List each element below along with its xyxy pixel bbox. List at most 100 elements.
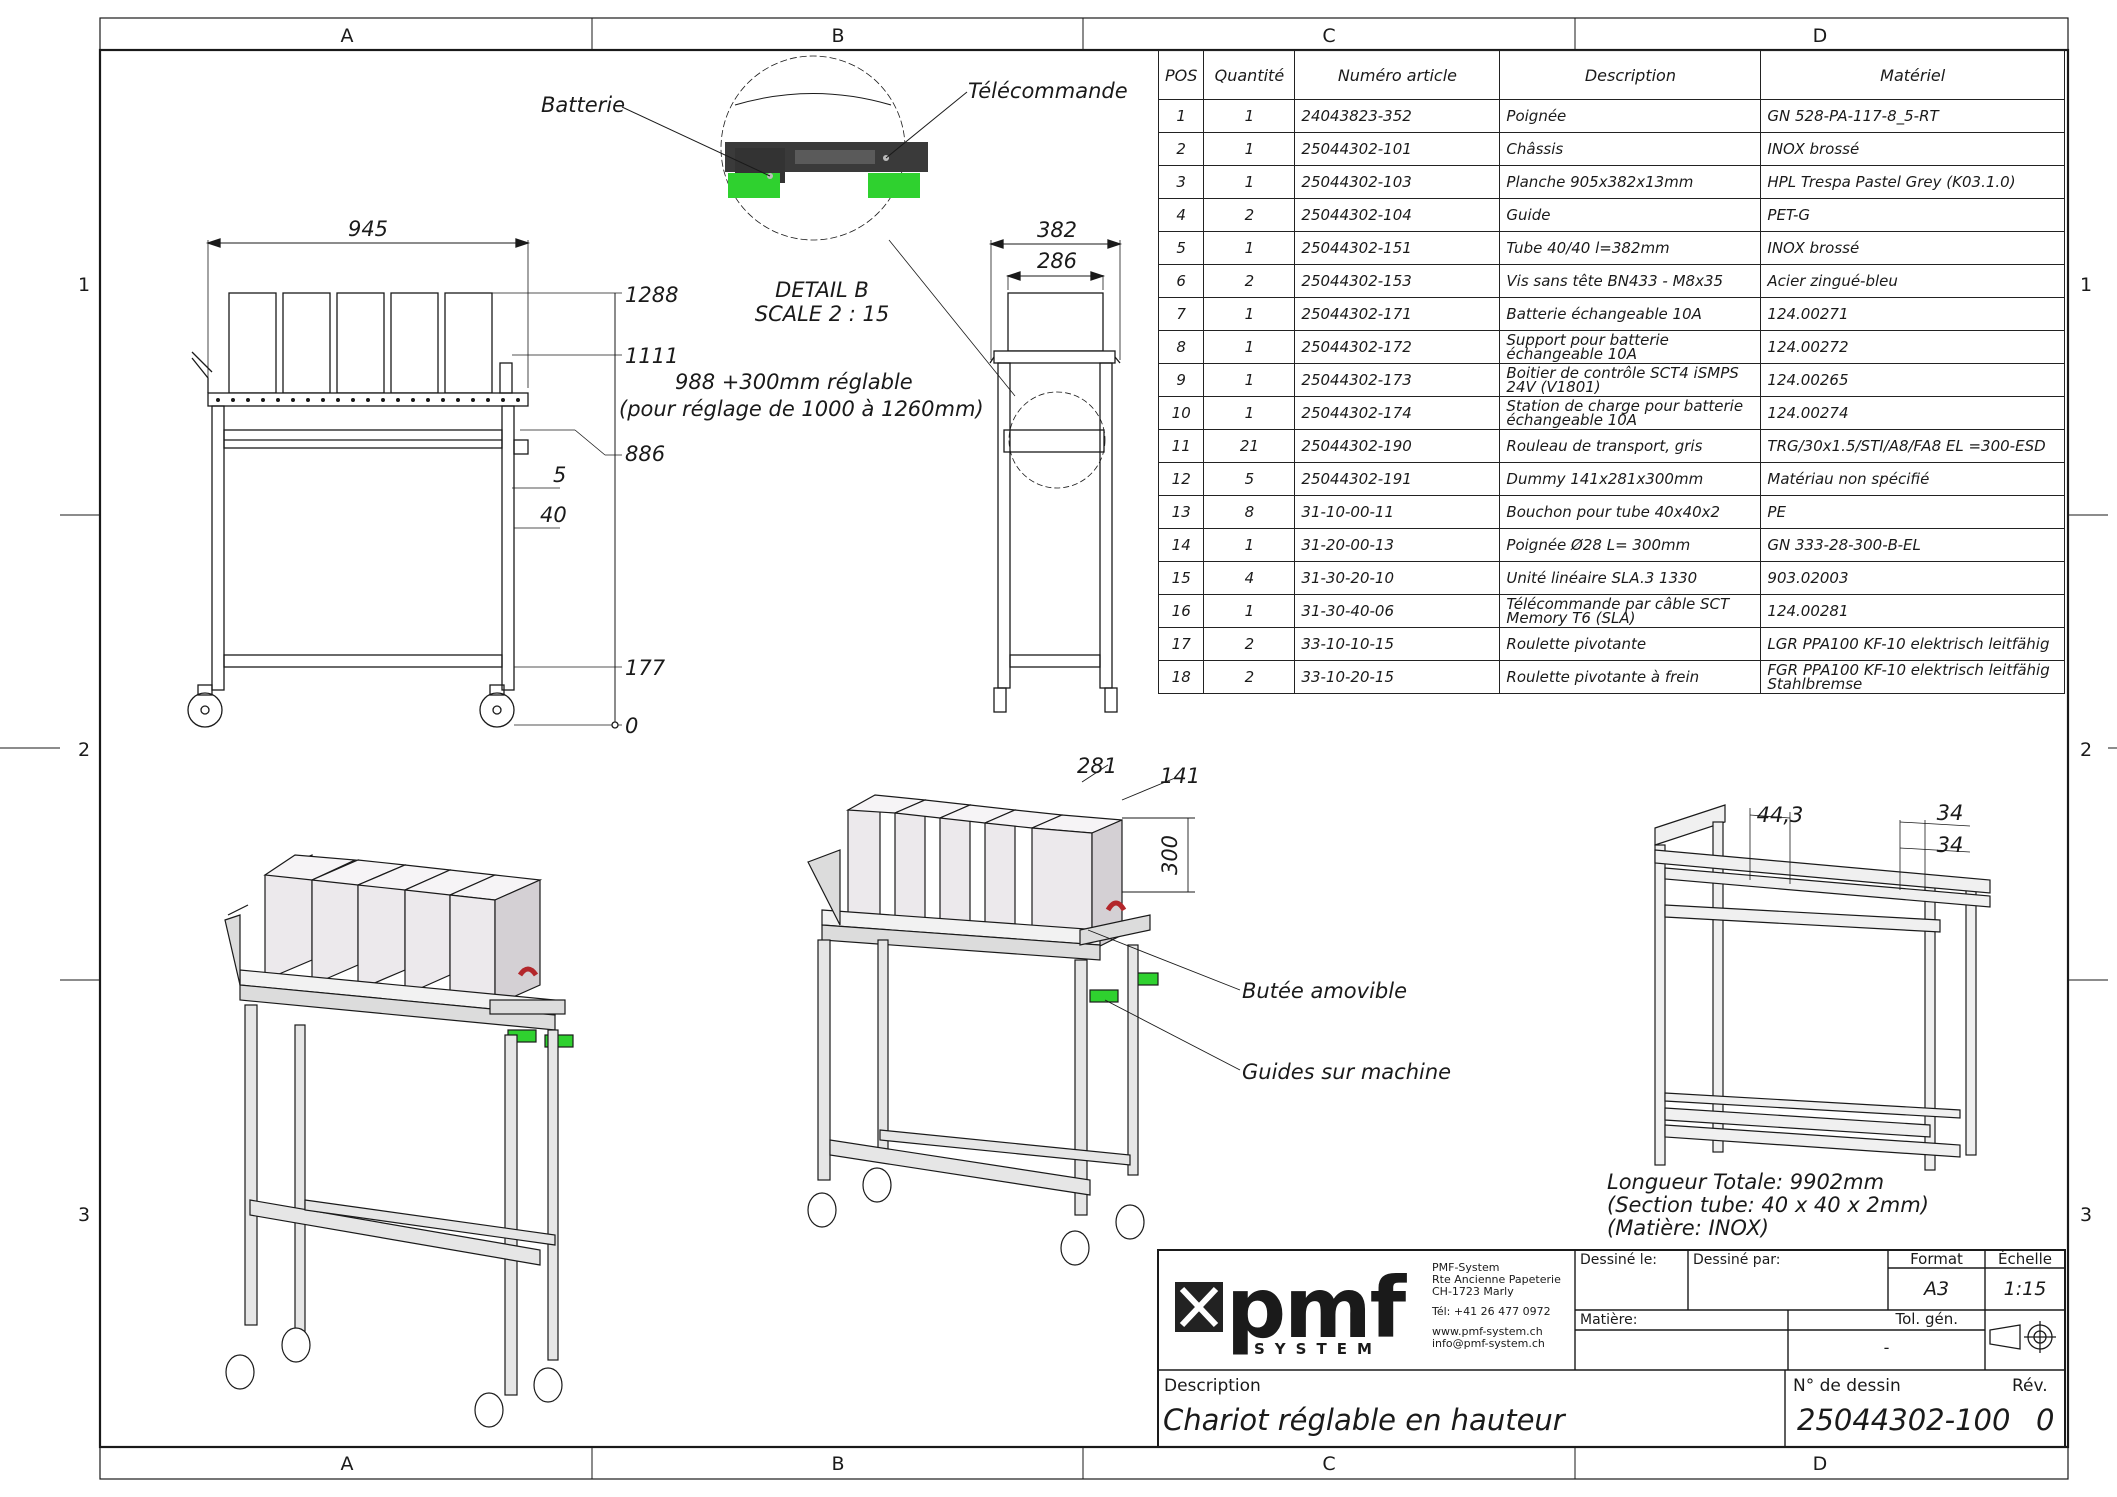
revision-value: 0 bbox=[2036, 1403, 2055, 1437]
bom-cell-material: TRG/30x1.5/STI/A8/FA8 EL =300-ESD bbox=[1760, 429, 2065, 463]
zone-row-2-right: 2 bbox=[2080, 739, 2092, 761]
dim-1111: 1111 bbox=[625, 344, 678, 368]
bom-cell-pos: 9 bbox=[1157, 363, 1205, 397]
zone-row-2-left: 2 bbox=[78, 739, 90, 761]
bom-cell-article: 33-10-20-15 bbox=[1294, 660, 1501, 694]
bom-cell-description: Station de charge pour batterie échangea… bbox=[1499, 396, 1762, 430]
zone-row-1-right: 1 bbox=[2080, 274, 2092, 296]
material-label: Matière: bbox=[1580, 1312, 1638, 1328]
detail-scale: SCALE 2 : 15 bbox=[755, 302, 890, 326]
bom-table: POS Quantité Numéro article Description … bbox=[1157, 50, 2065, 694]
bom-cell-material: LGR PPA100 KF-10 elektrisch leitfähig bbox=[1760, 627, 2065, 661]
bom-cell-qty: 2 bbox=[1203, 627, 1296, 661]
revision-label: Rév. bbox=[2012, 1376, 2048, 1396]
tolerance-label: Tol. gén. bbox=[1895, 1310, 1958, 1328]
side-view-labels: 382 286 bbox=[1037, 218, 1077, 273]
bom-cell-material: GN 528-PA-117-8_5-RT bbox=[1760, 99, 2065, 133]
bom-cell-article: 25044302-172 bbox=[1294, 330, 1501, 364]
dim-34-top: 34 bbox=[1937, 801, 1964, 825]
bom-cell-pos: 8 bbox=[1157, 330, 1205, 364]
bom-cell-qty: 2 bbox=[1203, 198, 1296, 232]
bom-cell-qty: 1 bbox=[1203, 132, 1296, 166]
bom-cell-material: FGR PPA100 KF-10 elektrisch leitfähig St… bbox=[1760, 660, 2065, 694]
bom-cell-material: 124.00265 bbox=[1760, 363, 2065, 397]
zone-row-3-right: 3 bbox=[2080, 1204, 2092, 1226]
description-value: Chariot réglable en hauteur bbox=[1163, 1403, 1565, 1437]
company-phone: Tél: +41 26 477 0972 bbox=[1432, 1305, 1551, 1318]
company-line-2: Rte Ancienne Papeterie bbox=[1432, 1273, 1561, 1286]
bom-cell-qty: 1 bbox=[1203, 165, 1296, 199]
frame-view-labels: 44,3 34 34 Longueur Totale: 9902mm (Sect… bbox=[1607, 801, 1963, 1240]
bom-cell-description: Unité linéaire SLA.3 1330 bbox=[1499, 561, 1762, 595]
bom-cell-article: 25044302-103 bbox=[1294, 165, 1501, 199]
zone-col-a-bottom: A bbox=[341, 1453, 354, 1475]
pmf-logo-icon bbox=[1175, 1282, 1223, 1332]
company-line-1: PMF-System bbox=[1432, 1261, 1500, 1274]
description-label: Description bbox=[1164, 1376, 1261, 1396]
bom-cell-pos: 5 bbox=[1157, 231, 1205, 265]
height-note-line1: 988 +300mm réglable bbox=[675, 370, 913, 394]
bom-cell-description: Roulette pivotante bbox=[1499, 627, 1762, 661]
dim-886: 886 bbox=[625, 442, 665, 466]
bom-cell-pos: 12 bbox=[1157, 462, 1205, 496]
zone-col-b-top: B bbox=[831, 25, 844, 47]
bom-cell-pos: 13 bbox=[1157, 495, 1205, 529]
drawn-by-label: Dessiné par: bbox=[1693, 1252, 1781, 1268]
bom-cell-qty: 2 bbox=[1203, 264, 1296, 298]
detail-b bbox=[621, 55, 968, 241]
bom-cell-qty: 1 bbox=[1203, 297, 1296, 331]
bom-cell-pos: 2 bbox=[1157, 132, 1205, 166]
dim-300: 300 bbox=[1158, 835, 1182, 875]
projection-symbol-icon bbox=[1989, 1321, 2056, 1353]
label-batterie: Batterie bbox=[541, 93, 625, 117]
bom-header-article: Numéro article bbox=[1294, 50, 1501, 100]
company-web[interactable]: www.pmf-system.ch bbox=[1432, 1325, 1543, 1338]
company-email[interactable]: info@pmf-system.ch bbox=[1432, 1337, 1545, 1350]
bom-cell-material: INOX brossé bbox=[1760, 132, 2065, 166]
detail-title: DETAIL B bbox=[775, 278, 869, 302]
bom-cell-article: 25044302-171 bbox=[1294, 297, 1501, 331]
format-label: Format bbox=[1910, 1250, 1963, 1268]
bom-cell-material: PET-G bbox=[1760, 198, 2065, 232]
bom-cell-description: Boitier de contrôle SCT4 iSMPS 24V (V180… bbox=[1499, 363, 1762, 397]
bom-cell-qty: 1 bbox=[1203, 99, 1296, 133]
bom-cell-pos: 15 bbox=[1157, 561, 1205, 595]
company-address: PMF-System Rte Ancienne Papeterie CH-172… bbox=[1432, 1262, 1561, 1350]
dim-44-3: 44,3 bbox=[1757, 803, 1804, 827]
bom-cell-description: Planche 905x382x13mm bbox=[1499, 165, 1762, 199]
zone-col-c-top: C bbox=[1322, 25, 1335, 47]
dim-177: 177 bbox=[625, 656, 666, 680]
bom-cell-pos: 7 bbox=[1157, 297, 1205, 331]
bom-cell-article: 25044302-191 bbox=[1294, 462, 1501, 496]
bom-cell-material: 124.00271 bbox=[1760, 297, 2065, 331]
bom-cell-pos: 17 bbox=[1157, 627, 1205, 661]
tolerance-value: - bbox=[1883, 1338, 1890, 1357]
bom-header-material: Matériel bbox=[1760, 50, 2065, 100]
frame-note-material: (Matière: INOX) bbox=[1607, 1216, 1769, 1240]
sheet-frame bbox=[0, 17, 2117, 1480]
label-guides-machine: Guides sur machine bbox=[1242, 1060, 1451, 1084]
bom-cell-description: Bouchon pour tube 40x40x2 bbox=[1499, 495, 1762, 529]
bom-cell-qty: 2 bbox=[1203, 660, 1296, 694]
bom-cell-description: Rouleau de transport, gris bbox=[1499, 429, 1762, 463]
zone-labels: A B C D A B C D 1 2 3 1 2 3 bbox=[78, 25, 2092, 1475]
bom-cell-qty: 1 bbox=[1203, 396, 1296, 430]
bom-cell-material: INOX brossé bbox=[1760, 231, 2065, 265]
drawn-on-label: Dessiné le: bbox=[1580, 1252, 1658, 1268]
dim-141: 141 bbox=[1160, 764, 1200, 788]
side-view bbox=[888, 239, 1123, 713]
detail-labels: Batterie Télécommande DETAIL B SCALE 2 :… bbox=[541, 79, 1128, 326]
bom-cell-material: 124.00274 bbox=[1760, 396, 2065, 430]
iso-view-center bbox=[807, 764, 1241, 1266]
pmf-logo-text: pmf bbox=[1226, 1259, 1406, 1357]
bom-cell-qty: 1 bbox=[1203, 363, 1296, 397]
